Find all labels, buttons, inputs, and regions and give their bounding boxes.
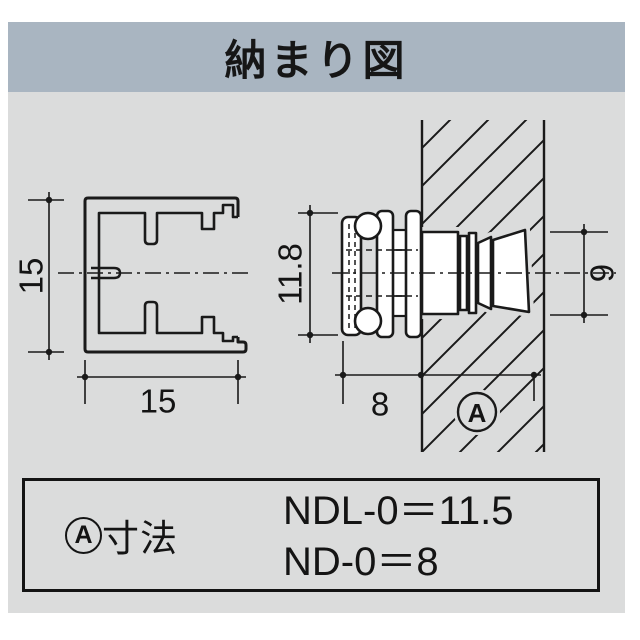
hole-height-dimension: 9 — [550, 224, 621, 323]
installation-view: 11.8 8 A 9 — [272, 120, 621, 452]
profile-width-dim-label: 15 — [140, 383, 177, 420]
head-hidden-lines-horizontal — [346, 249, 418, 297]
a-marker-circle — [456, 391, 498, 433]
legend-a-suffix: 寸法 — [102, 518, 178, 559]
legend-a-dimension: A 寸法 — [65, 481, 178, 589]
diagram-header: 納まり図 — [8, 22, 625, 92]
profile-height-dim-label: 15 — [13, 258, 50, 295]
embed-depth-dimension: A — [421, 371, 541, 435]
profile-section-view: 15 15 — [13, 192, 252, 420]
profile-height-dimension: 15 — [13, 192, 64, 360]
profile-width-dimension: 15 — [77, 360, 246, 420]
head-flange-wall-side — [404, 209, 423, 339]
head-height-dim-label: 11.8 — [272, 243, 309, 305]
profile-screw-slot — [91, 266, 122, 280]
legend-value-nd0: ND-0＝8 — [283, 540, 439, 584]
head-bead-top — [353, 211, 383, 241]
head-depth-dim-label: 8 — [371, 386, 389, 423]
legend-a-marker: A — [65, 516, 102, 554]
head-flange-front — [340, 215, 363, 337]
legend-values: NDL-0＝11.5 ND-0＝8 — [283, 486, 513, 588]
hole-height-dim-label: 9 — [584, 264, 621, 282]
diagram-title: 納まり図 — [224, 36, 409, 84]
profile-outer-outline — [83, 196, 248, 354]
profile-inner-outline — [97, 203, 238, 343]
head-bead-bottom — [353, 306, 383, 336]
fastener-head — [340, 209, 423, 339]
head-depth-dimension: 8 — [335, 341, 425, 423]
legend-value-ndl0: NDL-0＝11.5 — [283, 489, 514, 533]
legend-box: A 寸法 NDL-0＝11.5 ND-0＝8 — [22, 478, 600, 592]
head-flange-middle — [375, 209, 395, 339]
fastener-anchor — [420, 228, 531, 316]
anchor-wedge-2 — [491, 228, 531, 314]
a-marker-label: A — [468, 398, 487, 428]
head-height-dimension: 11.8 — [272, 205, 338, 343]
